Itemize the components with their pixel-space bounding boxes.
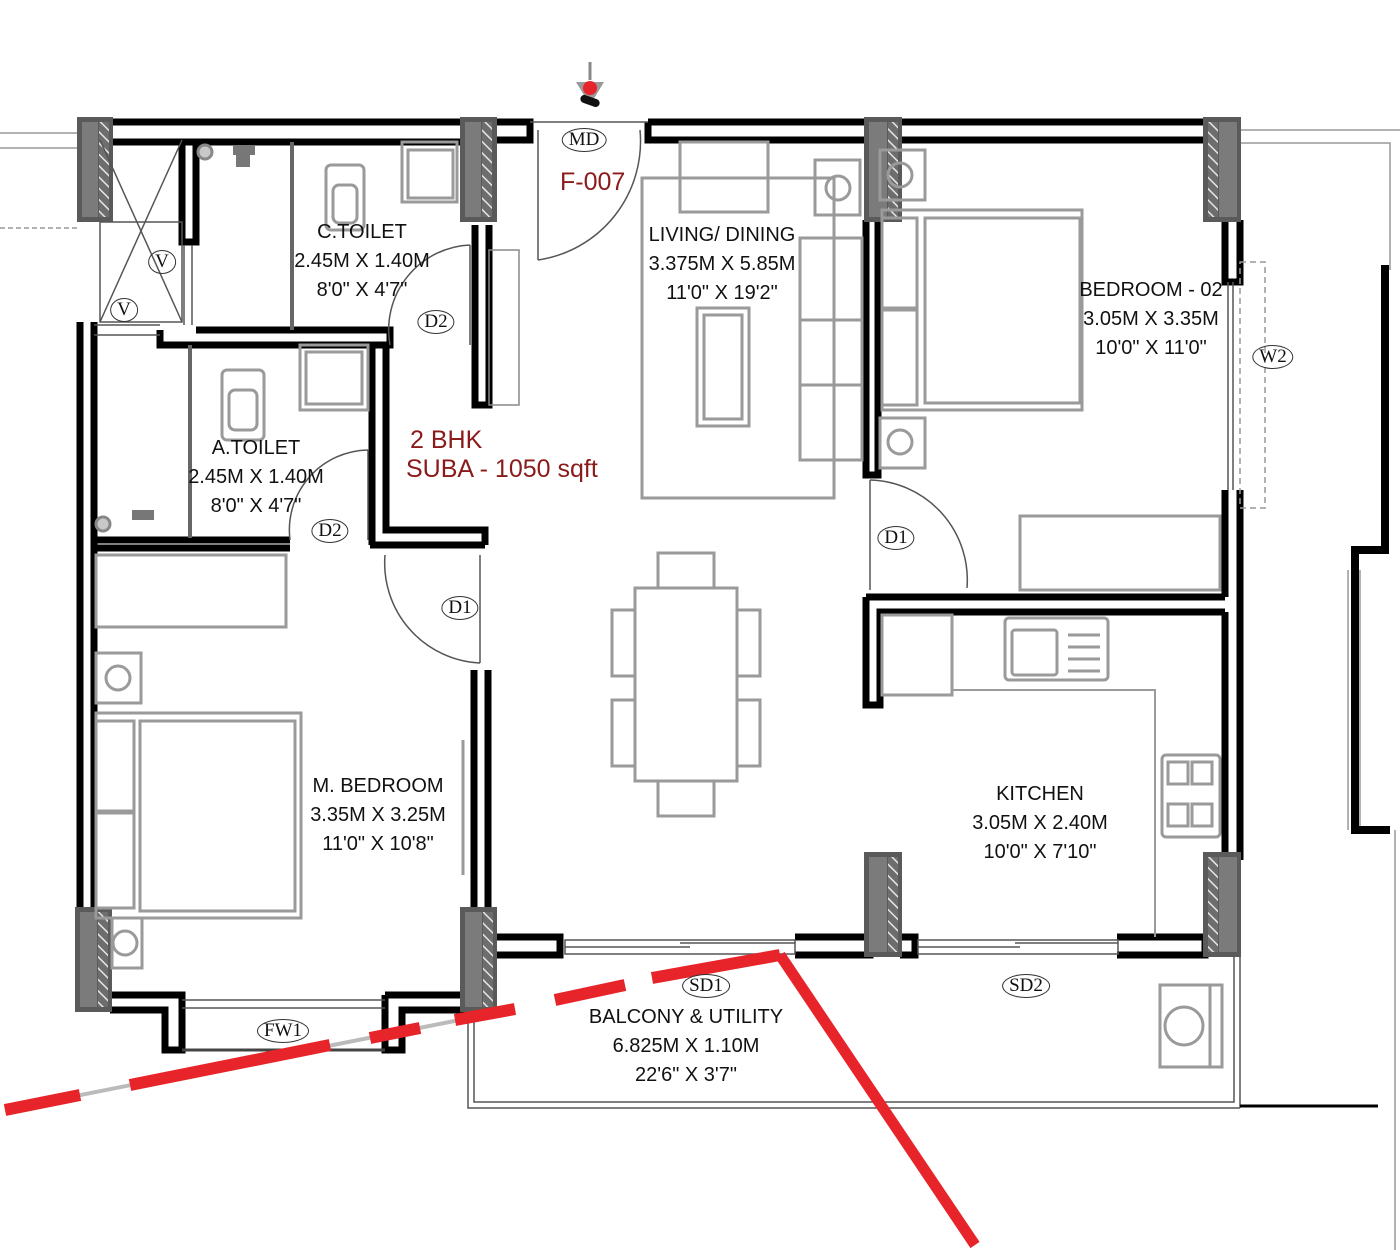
room-name: C.TOILET [317, 221, 407, 243]
tag-door-c-toilet: D2 [417, 310, 455, 334]
tag-main-door: MD [561, 128, 607, 152]
tag-door-a-toilet: D2 [311, 519, 349, 543]
tag-ventilator-2: V [110, 298, 138, 322]
room-label-kitchen: KITCHEN 3.05M X 2.40M 10'0" X 7'10" [972, 780, 1108, 867]
tag-door-m-bedroom: D1 [441, 596, 479, 620]
column [1203, 117, 1241, 222]
room-label-living-dining: LIVING/ DINING 3.375M X 5.85M 11'0" X 19… [649, 221, 796, 308]
exterior-wall-right [1351, 265, 1390, 834]
columns [75, 117, 1241, 1012]
room-metric: 2.45M X 1.40M [188, 466, 324, 488]
unit-name-area: SUBA - 1050 sqft [406, 455, 598, 483]
column [75, 907, 112, 1012]
room-metric: 2.45M X 1.40M [294, 250, 430, 272]
tag-window-w2: W2 [1252, 345, 1294, 369]
tag-sliding-door-sd1: SD1 [682, 974, 730, 998]
room-name: KITCHEN [996, 783, 1084, 805]
room-imperial: 22'6" X 3'7" [635, 1064, 737, 1086]
tag-window-fw1: FW1 [257, 1019, 309, 1043]
column [460, 907, 497, 1012]
room-metric: 3.35M X 3.25M [310, 804, 446, 826]
room-imperial: 11'0" X 19'2" [666, 282, 778, 304]
column [460, 117, 497, 222]
flat-number: F-007 [560, 168, 626, 196]
room-imperial: 8'0" X 4'7" [316, 279, 408, 301]
tag-ventilator-1: V [148, 250, 176, 274]
room-name: BEDROOM - 02 [1079, 279, 1223, 301]
room-label-c-toilet: C.TOILET 2.45M X 1.40M 8'0" X 4'7" [294, 218, 430, 305]
unit-type: 2 BHK [410, 426, 483, 454]
room-name: M. BEDROOM [312, 775, 444, 797]
context-lines [0, 129, 1400, 1250]
room-metric: 6.825M X 1.10M [612, 1035, 760, 1057]
tag-door-bedroom-02: D1 [877, 526, 915, 550]
column [864, 117, 902, 222]
room-metric: 3.05M X 3.35M [1083, 308, 1219, 330]
furniture [94, 140, 1224, 1069]
room-name: BALCONY & UTILITY [588, 1006, 784, 1028]
room-imperial: 10'0" X 11'0" [1095, 337, 1207, 359]
room-name: A.TOILET [211, 437, 301, 459]
room-label-balcony-utility: BALCONY & UTILITY 6.825M X 1.10M 22'6" X… [589, 1003, 783, 1090]
tag-sliding-door-sd2: SD2 [1002, 974, 1050, 998]
room-imperial: 8'0" X 4'7" [210, 495, 302, 517]
entry-marker-icon [576, 62, 604, 108]
room-imperial: 11'0" X 10'8" [322, 833, 434, 855]
room-label-m-bedroom: M. BEDROOM 3.35M X 3.25M 11'0" X 10'8" [310, 772, 446, 859]
room-name: LIVING/ DINING [648, 224, 796, 246]
room-label-bedroom-02: BEDROOM - 02 3.05M X 3.35M 10'0" X 11'0" [1079, 276, 1222, 363]
column [1203, 852, 1241, 957]
room-label-a-toilet: A.TOILET 2.45M X 1.40M 8'0" X 4'7" [188, 434, 324, 521]
column [864, 852, 902, 957]
room-metric: 3.375M X 5.85M [648, 253, 796, 275]
view-direction-lines [3, 949, 980, 1249]
room-metric: 3.05M X 2.40M [972, 812, 1108, 834]
column [77, 117, 113, 222]
room-imperial: 10'0" X 7'10" [983, 841, 1097, 863]
